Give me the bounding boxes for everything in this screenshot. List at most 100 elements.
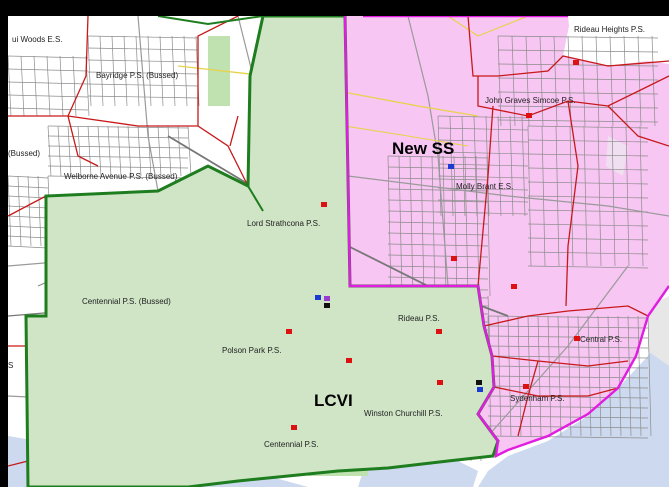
new-ss-zone <box>345 16 669 456</box>
street <box>387 199 489 203</box>
street <box>497 63 659 67</box>
street <box>437 175 529 179</box>
street <box>437 199 529 203</box>
new-ss-boundary <box>343 16 669 459</box>
water-body <box>478 26 669 487</box>
school-icon[interactable] <box>286 329 292 334</box>
street <box>625 125 630 267</box>
street <box>527 195 649 199</box>
street <box>487 375 649 379</box>
school-icon[interactable] <box>476 380 482 385</box>
street <box>497 35 659 39</box>
arterial-road <box>487 265 629 437</box>
school-icon[interactable] <box>346 358 352 363</box>
street <box>597 125 602 267</box>
school-icon[interactable] <box>523 384 529 389</box>
street <box>651 35 656 127</box>
street <box>8 205 49 209</box>
street <box>627 315 632 437</box>
street <box>387 232 489 236</box>
street <box>387 276 489 280</box>
school-icon[interactable] <box>437 380 443 385</box>
school-label: Centennial P.S. (Bussed) <box>82 297 171 306</box>
school-icon[interactable] <box>324 303 330 308</box>
street <box>420 155 425 297</box>
school-icon[interactable] <box>436 329 442 334</box>
street <box>487 395 649 399</box>
street <box>437 151 529 155</box>
school-icon[interactable] <box>448 164 454 169</box>
street <box>387 265 489 269</box>
street <box>527 315 532 437</box>
street <box>547 315 552 437</box>
street <box>623 35 628 127</box>
street <box>87 125 92 177</box>
street <box>527 237 649 241</box>
street <box>611 125 616 267</box>
map-canvas[interactable] <box>8 16 669 487</box>
arterial-road <box>137 16 159 192</box>
street <box>487 325 649 329</box>
street <box>487 315 649 319</box>
street <box>8 55 12 117</box>
school-icon[interactable] <box>573 60 579 65</box>
street <box>527 251 649 255</box>
arterial-road <box>407 16 449 287</box>
street <box>8 55 89 59</box>
street <box>537 315 542 437</box>
school-icon[interactable] <box>526 113 532 118</box>
school-label: Bayridge P.S. (Bussed) <box>96 71 179 80</box>
street <box>487 335 649 339</box>
school-label: Sydenham P.S. <box>510 394 565 403</box>
street <box>487 345 649 349</box>
school-icon[interactable] <box>324 296 330 301</box>
street <box>431 155 436 297</box>
street <box>117 125 122 177</box>
school-icon[interactable] <box>451 256 457 261</box>
street <box>8 195 49 199</box>
street <box>527 265 649 269</box>
school-icon[interactable] <box>315 295 321 300</box>
street <box>57 125 62 177</box>
street <box>187 125 192 177</box>
street <box>437 115 529 119</box>
street <box>46 55 51 117</box>
street <box>527 209 649 213</box>
street <box>555 125 560 267</box>
street <box>59 55 64 117</box>
school-label: John Graves Simcoe P.S. <box>485 96 576 105</box>
street <box>87 35 199 39</box>
street <box>8 215 49 219</box>
street <box>497 115 502 217</box>
street <box>17 175 22 247</box>
street <box>637 35 642 127</box>
lcvi-boundary <box>157 16 264 26</box>
street <box>8 68 89 72</box>
street <box>8 94 89 98</box>
map-frame[interactable]: ui Woods E.S. Bayridge P.S. (Bussed) Rid… <box>8 16 669 487</box>
school-label: Central P.S. <box>580 335 623 344</box>
street <box>20 55 25 117</box>
street <box>527 139 649 143</box>
school-icon[interactable] <box>511 284 517 289</box>
street <box>497 105 659 109</box>
street <box>72 55 77 117</box>
street <box>527 153 649 157</box>
street <box>497 91 659 95</box>
school-icon[interactable] <box>291 425 297 430</box>
street <box>509 115 514 217</box>
street <box>47 135 189 139</box>
street <box>123 35 128 107</box>
school-icon[interactable] <box>321 202 327 207</box>
street <box>437 115 442 217</box>
school-label: Rideau Heights P.S. <box>574 25 646 34</box>
street <box>111 35 116 107</box>
school-icon[interactable] <box>574 336 580 341</box>
school-label: S <box>8 361 14 370</box>
street <box>27 175 32 247</box>
street <box>47 145 189 149</box>
park-area <box>606 136 628 176</box>
street <box>87 59 199 63</box>
street <box>47 125 52 177</box>
school-icon[interactable] <box>477 387 483 392</box>
